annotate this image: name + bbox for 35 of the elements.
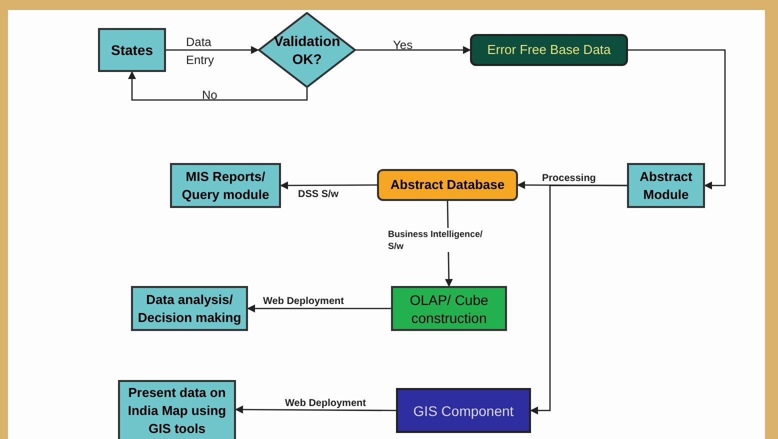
node-text: Abstract Database [389,176,506,194]
decision-diamond [258,12,356,88]
edge-label: Web Deployment [285,397,366,411]
node-text: States [110,41,154,59]
arrow [628,49,726,190]
arrow [247,304,391,312]
arrow [128,71,308,101]
node-text: Error Free Base Data [486,41,612,59]
arrow [530,184,627,414]
process-box [470,34,628,66]
process-box [118,380,236,439]
node-text: OLAP/ Cube construction [408,290,490,326]
node-text: MIS Reports/ Query module [180,168,270,204]
edge-label: Web Deployment [263,295,344,309]
process-box [396,388,531,433]
process-box [131,286,248,331]
edge-label: Processing [542,172,596,186]
process-box [391,286,507,331]
arrow [166,46,259,54]
process-box [377,169,518,201]
node-text: Present data on India Map using GIS tools [126,384,228,438]
arrow [280,181,377,190]
node-text: GIS Component [412,402,515,420]
process-box [98,28,166,72]
node-text: Validation OK? [274,32,340,68]
node-text: Abstract Module [638,168,694,204]
node-text: Data analysis/ Decision making [136,290,242,326]
edge-label: DSS S/w [298,188,339,202]
edge-label: Yes [393,37,413,54]
edge-label: Data Entry [186,34,216,69]
process-box [170,163,281,208]
process-box [627,163,705,208]
arrow [356,46,471,54]
edge-label: No [202,87,218,104]
arrow [235,406,396,414]
